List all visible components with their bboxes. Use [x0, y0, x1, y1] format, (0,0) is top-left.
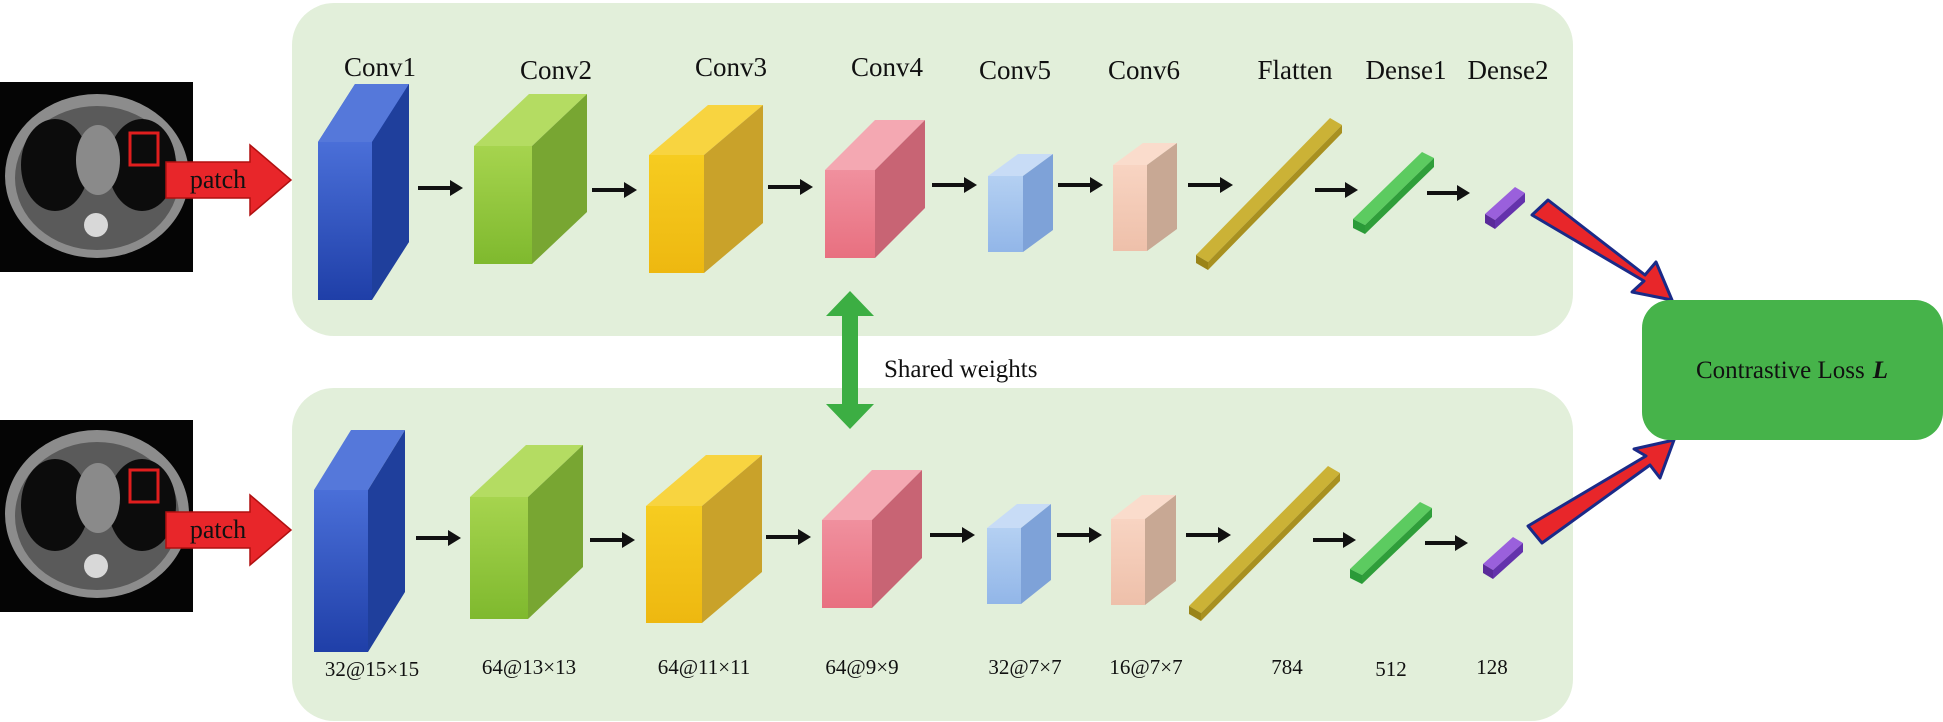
top-conv5-block	[988, 154, 1053, 252]
dim-dense2: 128	[1476, 655, 1508, 679]
top-branch-panel	[292, 3, 1573, 336]
top-conv2-block	[474, 94, 587, 264]
dim-dense1: 512	[1375, 657, 1407, 681]
dim-conv1: 32@15×15	[325, 657, 419, 681]
dim-conv5: 32@7×7	[988, 655, 1061, 679]
layer-name-conv6: Conv6	[1108, 55, 1180, 85]
ct-scan-image-bottom	[0, 420, 193, 612]
dim-flatten: 784	[1271, 655, 1303, 679]
contrastive-loss-box: Contrastive Loss L	[1642, 300, 1943, 440]
layer-name-conv4: Conv4	[851, 52, 924, 82]
top-flow-arrows	[418, 177, 1470, 201]
bottom-conv1-block	[314, 430, 405, 652]
bottom-conv4-block	[822, 470, 922, 608]
top-dense1-bar	[1353, 152, 1434, 234]
layer-name-dense1: Dense1	[1366, 55, 1447, 85]
bottom-branch-layers	[314, 430, 1523, 652]
red-arrow-bottom-to-loss	[1526, 438, 1676, 545]
layer-name-dense2: Dense2	[1468, 55, 1549, 85]
layer-name-conv2: Conv2	[520, 55, 592, 85]
bottom-conv6-block	[1111, 495, 1176, 605]
bottom-conv3-block	[646, 455, 762, 623]
bottom-conv2-block	[470, 445, 583, 619]
bottom-flow-arrows	[416, 527, 1468, 551]
top-flatten-bar	[1196, 118, 1342, 270]
patch-arrow-bottom: patch	[165, 493, 293, 567]
bottom-dense1-bar	[1350, 502, 1432, 584]
top-conv1-block	[318, 84, 409, 300]
contrastive-loss-label: Contrastive Loss	[1696, 357, 1865, 384]
ct-scan-image-top	[0, 82, 193, 272]
patch-arrow-top: patch	[165, 143, 293, 217]
loss-symbol: L	[1872, 357, 1888, 384]
top-conv4-block	[825, 120, 925, 258]
top-dense2-bar	[1485, 187, 1525, 229]
bottom-branch-panel	[292, 388, 1573, 721]
dim-conv4: 64@9×9	[825, 655, 898, 679]
bottom-dense2-bar	[1483, 537, 1523, 579]
shared-weights-label: Shared weights	[884, 356, 1037, 383]
bottom-flatten-bar	[1189, 466, 1340, 621]
patch-label-bottom: patch	[190, 515, 246, 544]
top-conv3-block	[649, 105, 763, 273]
top-branch-layers	[318, 84, 1525, 300]
bottom-conv5-block	[987, 504, 1051, 604]
layer-name-flatten: Flatten	[1258, 55, 1333, 85]
layer-name-conv5: Conv5	[979, 55, 1051, 85]
dim-conv6: 16@7×7	[1109, 655, 1182, 679]
patch-label-top: patch	[190, 165, 246, 194]
shared-weights-arrow	[826, 291, 874, 429]
layer-name-conv1: Conv1	[344, 52, 416, 82]
red-arrow-top-to-loss	[1530, 198, 1674, 302]
layer-name-conv3: Conv3	[695, 52, 767, 82]
top-conv6-block	[1113, 143, 1177, 251]
dim-conv2: 64@13×13	[482, 655, 576, 679]
dim-conv3: 64@11×11	[658, 655, 751, 679]
